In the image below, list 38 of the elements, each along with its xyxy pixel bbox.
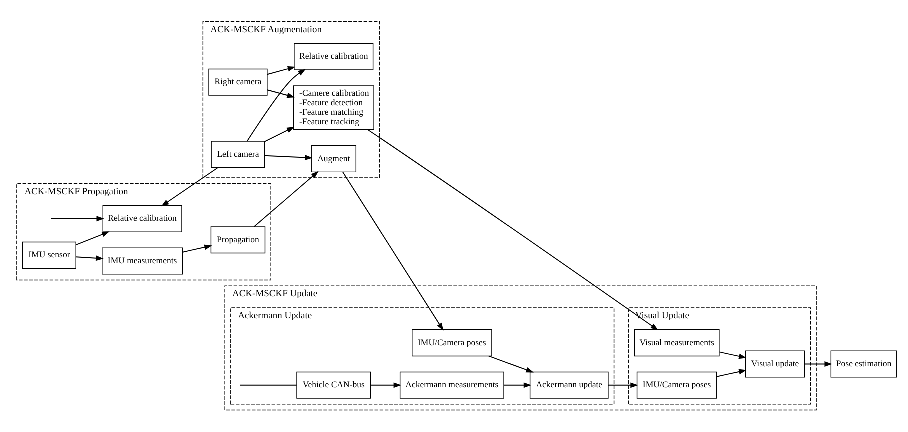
arrow: [264, 155, 313, 160]
node-box: Visual measurements: [634, 330, 720, 357]
arrow: [804, 362, 832, 367]
arrow: [266, 90, 295, 98]
arrow: [342, 172, 444, 331]
arrow: [266, 66, 296, 76]
node-box: IMU/Camera poses: [636, 372, 718, 399]
connector: [240, 384, 298, 386]
node-box: Relative calibration: [294, 43, 374, 70]
node-box: Propagation: [210, 226, 266, 254]
node-box: IMU measurements: [102, 248, 184, 275]
arrow: [368, 129, 659, 331]
node-box: Pose estimation: [830, 350, 898, 378]
node-box: IMU sensor: [22, 242, 76, 269]
arrow: [264, 126, 295, 142]
node-box: Visual update: [745, 350, 806, 378]
node-box: Relative calibration: [102, 205, 182, 232]
arrow: [76, 232, 110, 246]
node-box: Ackermann update: [530, 372, 609, 399]
arrow: [370, 382, 402, 388]
node-box: Augment: [311, 146, 357, 173]
arrow: [161, 168, 218, 207]
arrow: [50, 216, 104, 222]
arrow: [504, 382, 532, 388]
arrow: [76, 256, 104, 262]
node-box: Right camera: [208, 68, 268, 96]
node-box: Ackermann measurements: [400, 372, 504, 399]
node-box: Vehicle CAN-bus: [296, 372, 372, 399]
arrow: [608, 382, 638, 388]
arrow: [488, 356, 534, 373]
node-box: IMU/Camera poses: [412, 330, 492, 357]
arrow: [182, 244, 212, 253]
arrow: [716, 369, 747, 378]
node-box: Left camera: [211, 141, 266, 168]
arrow: [254, 171, 319, 228]
arrow: [246, 69, 306, 142]
arrow: [719, 352, 747, 360]
node-box: -Camere calibration -Feature detection -Feature matching -Feature tracking: [293, 86, 374, 130]
